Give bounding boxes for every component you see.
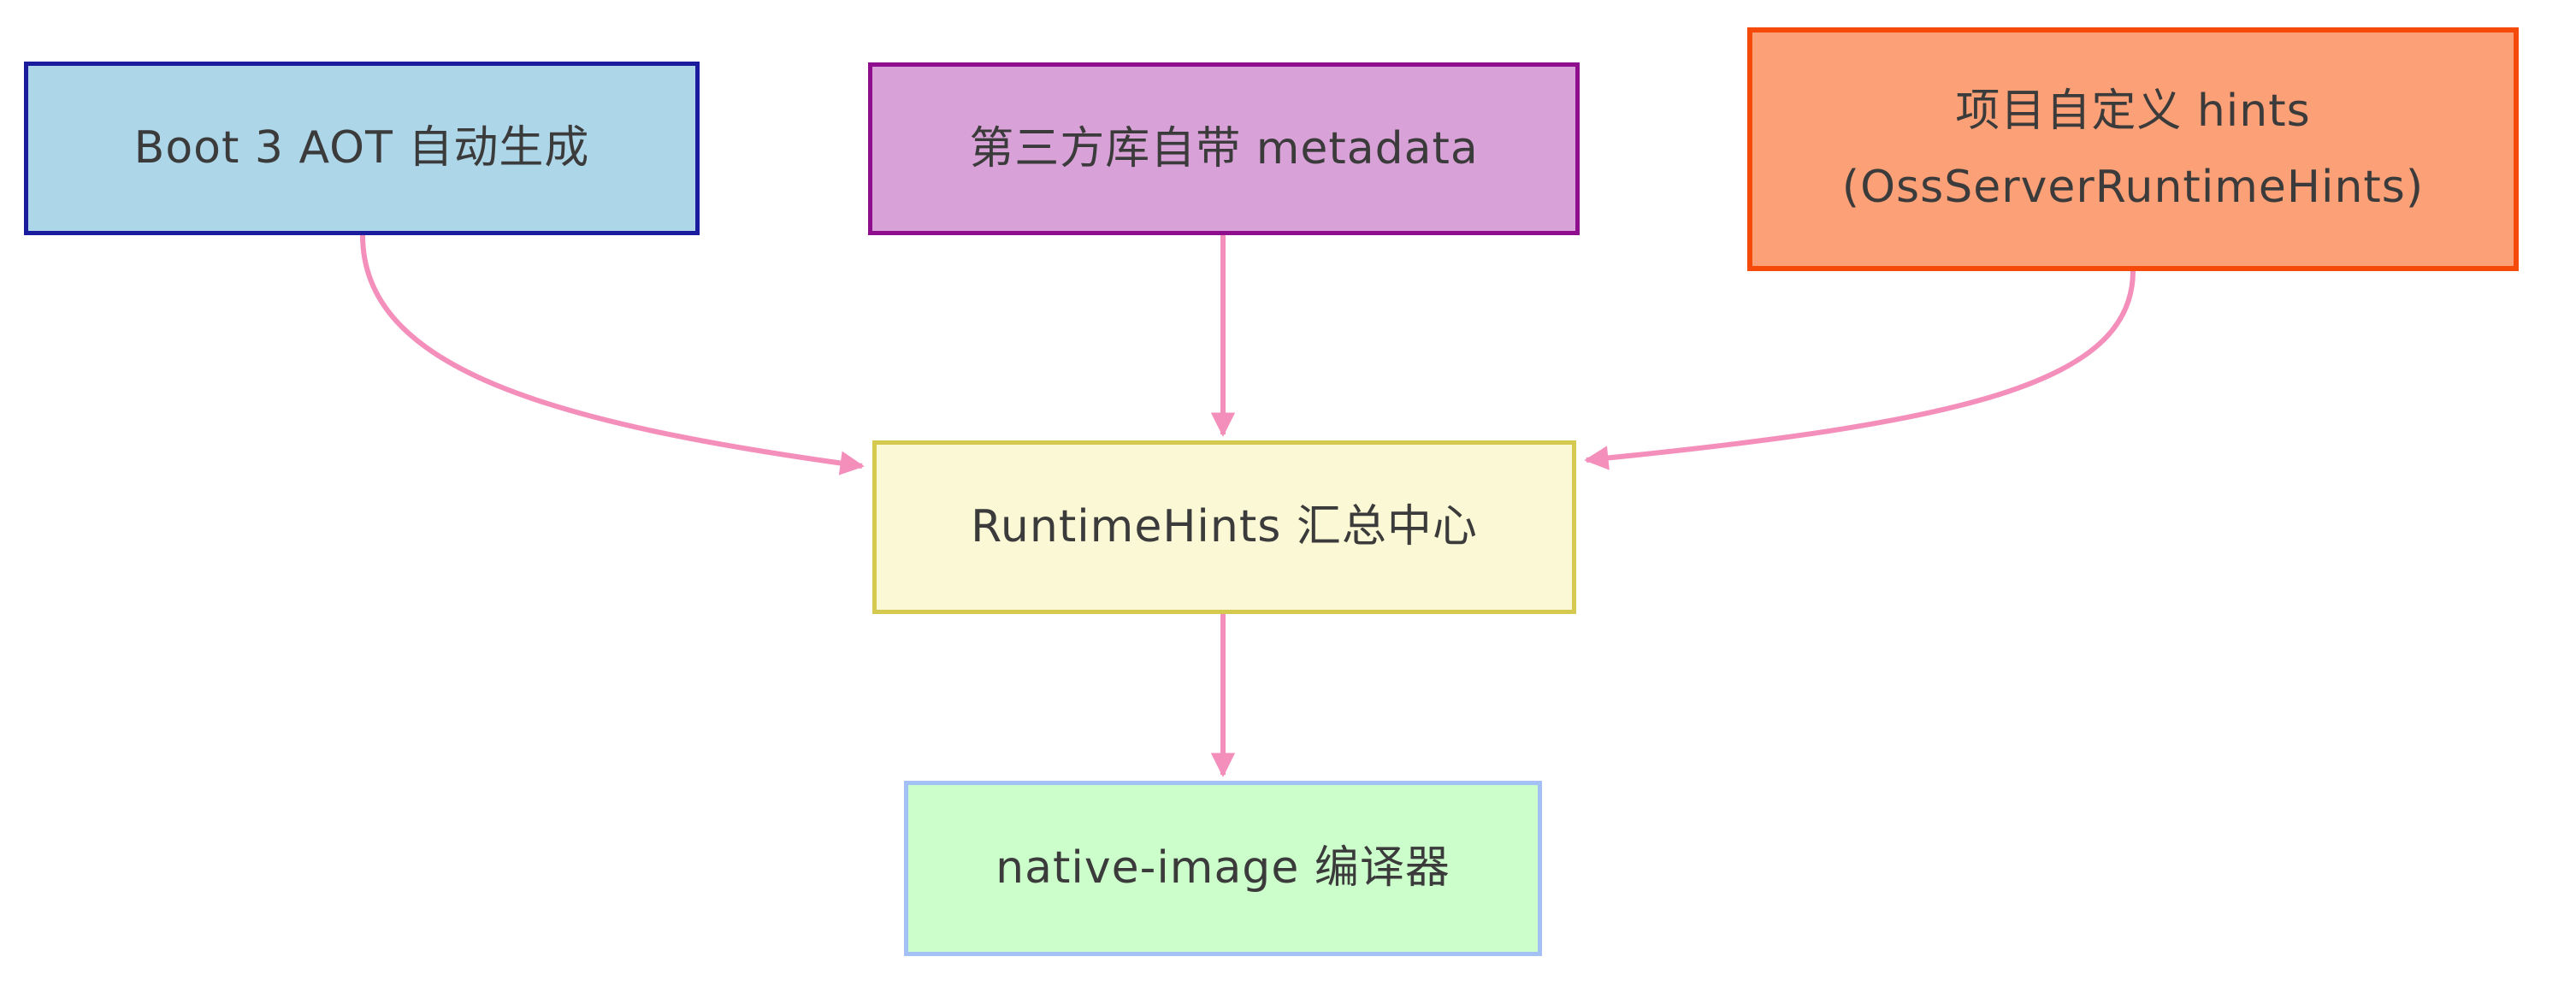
node-custom-hints: 项目自定义 hints (OssServerRuntimeHints): [1747, 27, 2519, 271]
node-boot3-aot-label: Boot 3 AOT 自动生成: [133, 122, 590, 174]
edge-boot3-to-hub: [360, 234, 865, 475]
node-runtimehints-hub: RuntimeHints 汇总中心: [872, 440, 1576, 614]
node-native-image-label: native-image 编译器: [996, 842, 1450, 895]
node-custom-hints-label-line2: (OssServerRuntimeHints): [1841, 161, 2425, 213]
node-native-image: native-image 编译器: [904, 781, 1542, 956]
node-thirdparty-metadata-label: 第三方库自带 metadata: [969, 122, 1479, 174]
node-thirdparty-metadata: 第三方库自带 metadata: [868, 62, 1580, 235]
node-boot3-aot: Boot 3 AOT 自动生成: [24, 62, 700, 235]
edge-custom-to-hub: [1584, 270, 2136, 470]
node-runtimehints-hub-label: RuntimeHints 汇总中心: [971, 501, 1478, 553]
node-custom-hints-label-line1: 项目自定义 hints: [1955, 86, 2311, 138]
